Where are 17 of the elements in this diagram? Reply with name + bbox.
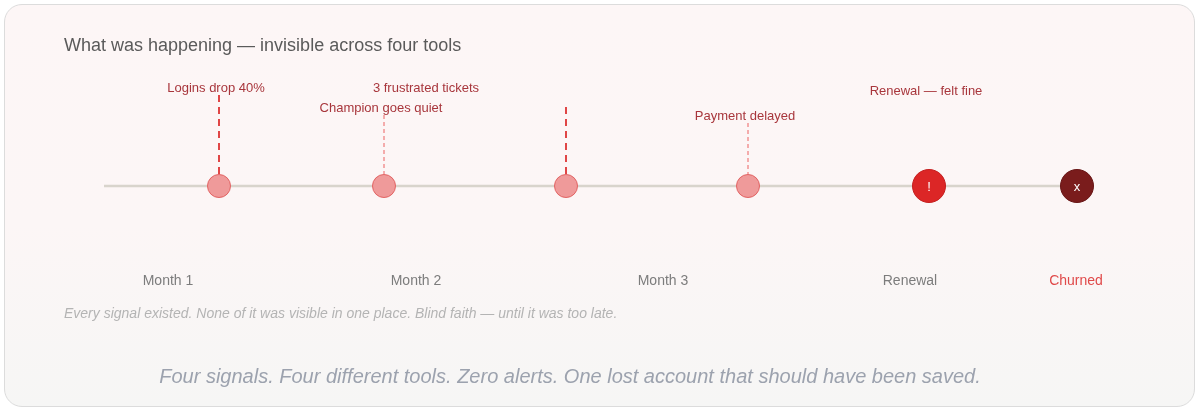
- diagram-title: What was happening — invisible across four tools: [64, 34, 462, 56]
- leader-line: [218, 94, 220, 175]
- axis-label: Month 3: [637, 272, 689, 289]
- axis-label: Month 2: [390, 272, 442, 289]
- leader-line: [747, 122, 749, 175]
- axis-label: Renewal: [882, 272, 938, 289]
- leader-line: [383, 114, 385, 175]
- event-label: 3 frustrated tickets: [372, 80, 480, 95]
- axis-label: Churned: [1049, 272, 1103, 289]
- leader-line: [565, 106, 567, 175]
- event-label: Renewal — felt fine: [869, 83, 983, 98]
- event-label: Champion goes quiet: [319, 100, 443, 115]
- event-label: Payment delayed: [694, 108, 796, 123]
- axis-label: Month 1: [142, 272, 194, 289]
- caption-text: Four signals. Four different tools. Zero alerts. One lost account that should have been saved.: [159, 364, 981, 388]
- event-label: Logins drop 40%: [167, 80, 265, 95]
- note-text: Every signal existed. None of it was visible in one place. Blind faith — until it was too late.: [64, 305, 618, 322]
